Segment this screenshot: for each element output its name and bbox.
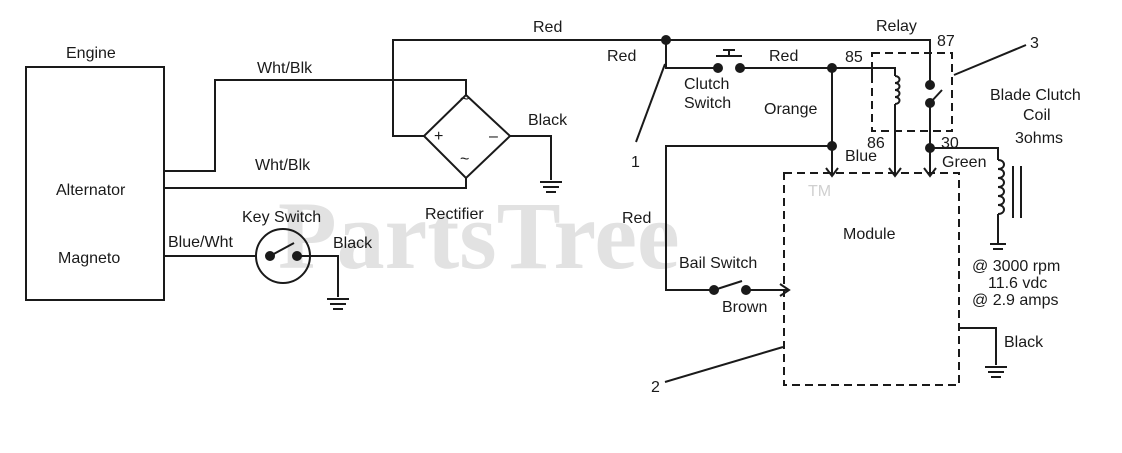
alternator-label: Alternator <box>56 182 126 199</box>
coil-label-line3: 3ohms <box>1015 130 1063 147</box>
black-module-label: Black <box>1004 334 1044 351</box>
engine-box <box>25 66 165 301</box>
rectifier-minus: – <box>489 128 498 145</box>
black-key-label: Black <box>333 235 373 252</box>
relay-coil-icon <box>872 67 902 178</box>
clutch-switch-label-line1: Clutch <box>684 76 729 93</box>
green-label: Green <box>942 154 986 171</box>
ground-icon-key <box>327 298 349 310</box>
callout-1: 1 <box>631 154 640 171</box>
callout-3-line <box>953 44 1027 76</box>
coil-label-line1: Blade Clutch <box>990 87 1081 104</box>
module-label: Module <box>843 226 896 243</box>
pin-86-label: 86 <box>867 135 885 152</box>
red-wire-to-87 <box>666 39 931 83</box>
blue-bail-loop <box>665 145 790 291</box>
orange-label: Orange <box>764 101 817 118</box>
spec-line2: 11.6 vdc <box>988 275 1047 292</box>
bail-switch-symbol <box>709 280 751 295</box>
black-wire-module <box>959 327 997 365</box>
pin-85-label: 85 <box>845 49 863 66</box>
black-wire-rectifier <box>510 135 552 180</box>
ground-icon-coil <box>990 243 1006 250</box>
blue-wht-label: Blue/Wht <box>168 234 233 251</box>
clutch-switch-label-line2: Switch <box>684 95 731 112</box>
black-wire-key <box>297 255 339 297</box>
bail-switch-label: Bail Switch <box>679 255 757 272</box>
red-top-label: Red <box>533 19 562 36</box>
red-clutch-label: Red <box>769 48 798 65</box>
blade-clutch-coil-icon <box>997 159 1022 243</box>
relay-contact-icon <box>925 80 943 148</box>
wht-blk-top-label: Wht/Blk <box>257 60 313 77</box>
black-rectifier-label: Black <box>528 112 568 129</box>
watermark-tm: TM <box>808 183 831 200</box>
callout-3: 3 <box>1030 35 1039 52</box>
red-bail-label: Red <box>622 210 651 227</box>
spec-line3: @ 2.9 amps <box>972 292 1059 309</box>
red-wire-to-clutch <box>665 40 716 69</box>
brown-label: Brown <box>722 299 767 316</box>
rectifier-plus: + <box>434 128 443 145</box>
pin-30-label: 30 <box>941 135 959 152</box>
ground-icon-rectifier <box>540 181 562 193</box>
key-switch-label: Key Switch <box>242 209 321 226</box>
pin-87-label: 87 <box>937 33 955 50</box>
ground-icon-module <box>985 366 1007 378</box>
spec-line1: @ 3000 rpm <box>972 258 1060 275</box>
green-wire <box>930 147 999 160</box>
callout-2-line <box>664 346 784 383</box>
orange-module-arrow <box>825 167 839 178</box>
engine-label: Engine <box>66 45 116 62</box>
wht-blk-wire-top <box>164 79 467 172</box>
magneto-label: Magneto <box>58 250 120 267</box>
wht-blk-wire-bottom <box>164 178 467 189</box>
pin30-module-arrow <box>923 167 937 178</box>
blue-label: Blue <box>845 148 877 165</box>
relay-label: Relay <box>876 18 917 35</box>
red-wire-clutch-to-85 <box>740 67 873 75</box>
rectifier-symbol <box>422 93 512 180</box>
rectifier-ac-top: ~ <box>460 91 469 108</box>
red-wire-top <box>392 39 666 137</box>
module-box <box>783 172 960 386</box>
clutch-switch-symbol <box>713 49 745 73</box>
callout-2: 2 <box>651 379 660 396</box>
rectifier-label: Rectifier <box>425 206 484 223</box>
callout-1-line <box>635 63 666 143</box>
rectifier-ac-bottom: ~ <box>460 151 469 168</box>
coil-label-line2: Coil <box>1023 107 1051 124</box>
watermark: PartsTree <box>278 182 680 289</box>
relay-box <box>871 52 953 132</box>
wht-blk-bottom-label: Wht/Blk <box>255 157 311 174</box>
red-left-label: Red <box>607 48 636 65</box>
